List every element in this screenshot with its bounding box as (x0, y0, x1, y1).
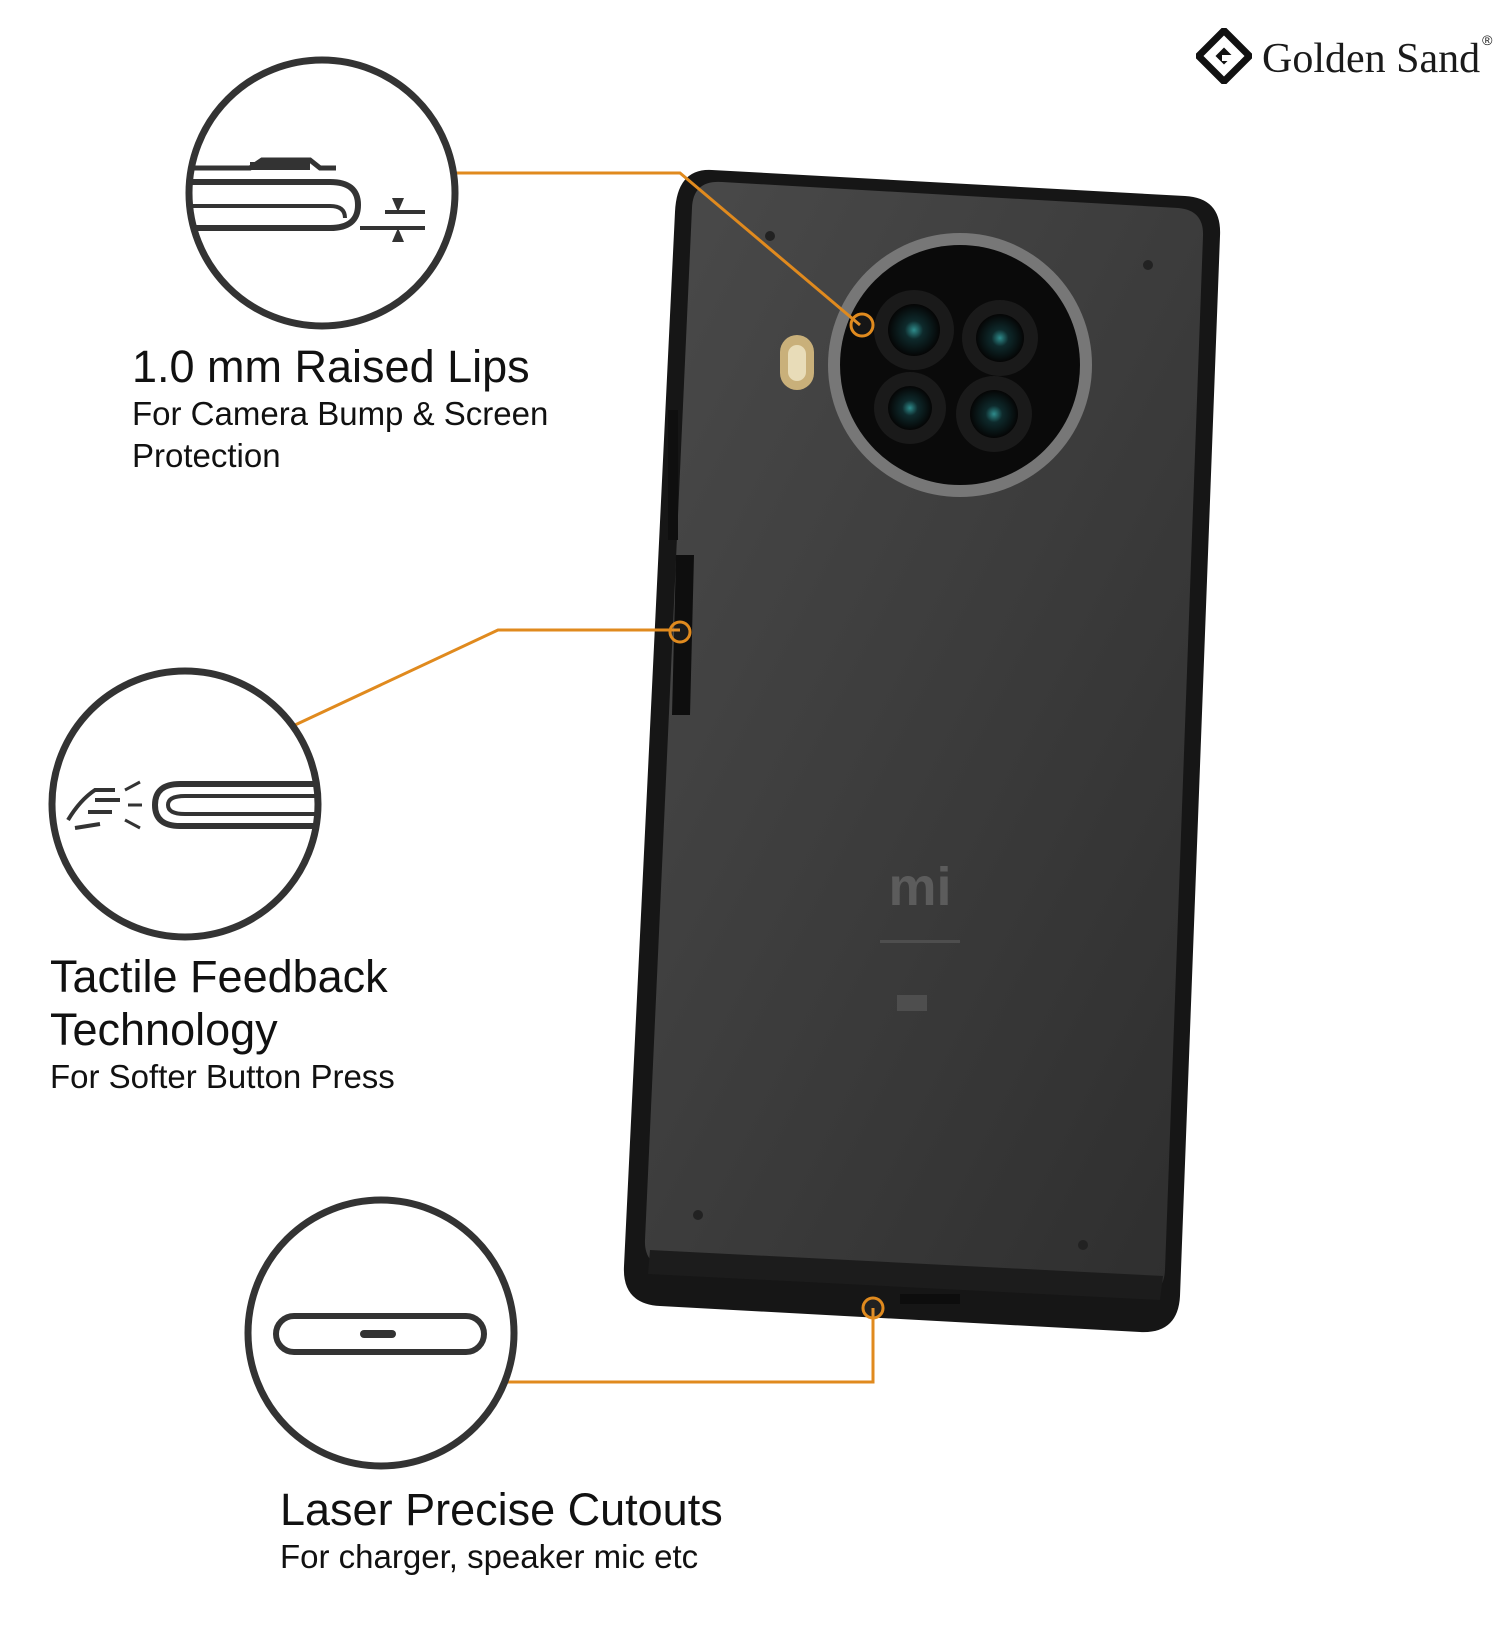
brand-logo: Golden Sand ® (1196, 28, 1492, 84)
raised-lip-profile-icon (185, 56, 459, 330)
side-button-housing (672, 555, 694, 715)
camera-module (780, 233, 1092, 497)
button-press-icon (48, 667, 322, 941)
callout-marker (849, 312, 875, 338)
phone-logo: mi (888, 857, 951, 917)
corner-dot (1143, 260, 1153, 270)
feature-subtitle: For Softer Button Press (50, 1058, 395, 1095)
feature-title: Tactile Feedback (50, 951, 388, 1002)
feature-subtitle: For charger, speaker mic etc (280, 1538, 699, 1575)
brand-name: Golden Sand (1262, 36, 1481, 82)
feature-tactile-feedback: Tactile Feedback Technology For Softer B… (50, 950, 395, 1098)
callout-line-raised-lips (455, 171, 861, 327)
golden-sand-logo-icon (1196, 28, 1252, 84)
feature-subtitle: For Camera Bump & Screen (132, 395, 549, 432)
case-bottom-lip (648, 1250, 1163, 1300)
bottom-port-notch (900, 1294, 960, 1304)
callout-marker (861, 1296, 885, 1320)
phone-case (623, 169, 1221, 1333)
feature-subtitle: Protection (132, 437, 281, 474)
callout-marker (668, 620, 692, 644)
corner-dot (1078, 1240, 1088, 1250)
feature-title: Laser Precise Cutouts (280, 1484, 723, 1535)
feature-laser-cutouts: Laser Precise Cutouts For charger, speak… (280, 1483, 723, 1578)
registered-mark: ® (1482, 32, 1493, 48)
case-back-panel (644, 181, 1204, 1295)
corner-dot (693, 1210, 703, 1220)
feature-title: Technology (50, 1004, 278, 1055)
callout-line-tactile (294, 628, 680, 727)
callout-lines (294, 171, 885, 1384)
callout-line-cutouts (505, 1308, 875, 1384)
corner-dot (765, 231, 775, 241)
feature-title: 1.0 mm Raised Lips (132, 341, 530, 392)
port-cutout-icon (244, 1196, 518, 1470)
feature-raised-lips: 1.0 mm Raised Lips For Camera Bump & Scr… (132, 340, 548, 477)
side-button (668, 410, 678, 540)
